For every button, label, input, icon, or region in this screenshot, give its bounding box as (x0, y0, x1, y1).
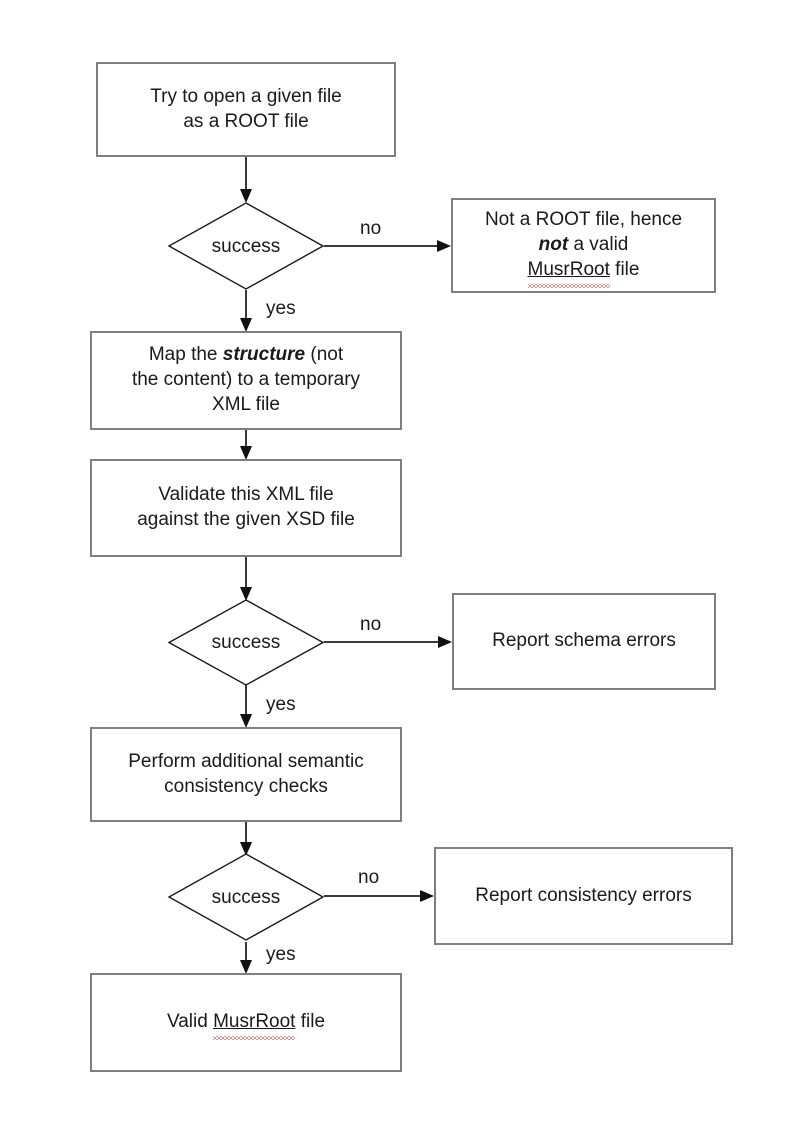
node-validate-xml[interactable]: Validate this XML file against the given… (90, 459, 402, 557)
node-validate-line2: against the given XSD file (137, 509, 355, 530)
arrowhead-decision-consistency-yes (240, 960, 252, 974)
node-not-root-line1: Not a ROOT file, hence (484, 209, 683, 231)
diamond-shape-schema (167, 599, 325, 686)
edge-label-decision-open-yes: yes (266, 298, 296, 319)
node-report-consistency-errors[interactable]: Report consistency errors (434, 847, 733, 945)
arrowhead-map-to-validate (240, 446, 252, 460)
arrowhead-decision-schema-no (438, 636, 452, 648)
node-map-line1-pre: Map the (148, 344, 223, 366)
node-not-root-line3-rest: file (609, 258, 640, 280)
diamond-shape-open (167, 202, 325, 290)
node-valid-line1-pre: Valid (166, 1011, 214, 1033)
arrowhead-decision-consistency-no (420, 890, 434, 902)
diamond-shape-consistency (167, 853, 325, 941)
arrowhead-open-to-decision (240, 189, 252, 203)
node-map-emphasis-structure: structure (222, 344, 306, 366)
node-open-file-text: Try to open a given file as a ROOT file (106, 85, 386, 134)
node-decision-open[interactable]: success (167, 202, 325, 290)
node-decision-consistency[interactable]: success (167, 853, 325, 941)
edge-label-decision-open-no: no (360, 218, 382, 239)
node-map-line3: XML file (212, 393, 280, 415)
edge-label-decision-consistency-yes: yes (266, 944, 296, 965)
node-report-schema-text: Report schema errors (492, 630, 676, 652)
node-decision-schema[interactable]: success (167, 599, 325, 686)
node-validate-xml-text: Validate this XML file against the given… (100, 483, 392, 532)
node-open-file[interactable]: Try to open a given file as a ROOT file (96, 62, 396, 157)
node-semantic-line1: Perform additional semantic (128, 750, 364, 772)
node-map-structure-text: Map the structure (not the content) to a… (100, 343, 392, 417)
node-not-root-emphasis-not: not (538, 234, 569, 256)
node-map-line2: the content) to a temporary (131, 369, 361, 391)
node-map-line1-post: (not (305, 344, 344, 366)
node-open-file-line2: as a ROOT file (183, 110, 309, 132)
node-semantic-checks[interactable]: Perform additional semantic consistency … (90, 727, 402, 822)
edge-label-decision-consistency-no: no (358, 867, 380, 888)
node-valid-file-text: Valid MusrRoot file (100, 1010, 392, 1040)
node-valid-line1-post: file (295, 1011, 326, 1033)
node-open-file-line1: Try to open a given file (150, 85, 342, 107)
node-report-consistency-text: Report consistency errors (475, 884, 692, 906)
arrowhead-decision-schema-yes (240, 714, 252, 728)
node-not-root-file[interactable]: Not a ROOT file, hence not a valid MusrR… (451, 198, 716, 293)
edge-label-decision-schema-no: no (360, 614, 382, 635)
edge-label-decision-schema-yes: yes (266, 694, 296, 715)
node-valid-musrroot-token: MusrRoot (213, 1010, 296, 1040)
node-semantic-checks-text: Perform additional semantic consistency … (100, 750, 392, 799)
node-validate-line1: Validate this XML file (158, 484, 334, 506)
node-valid-musrroot-file[interactable]: Valid MusrRoot file (90, 973, 402, 1072)
node-semantic-line2: consistency checks (164, 775, 328, 797)
arrowhead-decision-open-no (437, 240, 451, 252)
node-map-structure[interactable]: Map the structure (not the content) to a… (90, 331, 402, 430)
node-not-root-file-text: Not a ROOT file, hence not a valid MusrR… (461, 208, 706, 288)
arrowhead-decision-open-yes (240, 318, 252, 332)
node-report-schema-errors[interactable]: Report schema errors (452, 593, 716, 690)
node-not-root-musrroot-token: MusrRoot (527, 258, 611, 288)
node-not-root-line2-rest: a valid (568, 234, 629, 256)
